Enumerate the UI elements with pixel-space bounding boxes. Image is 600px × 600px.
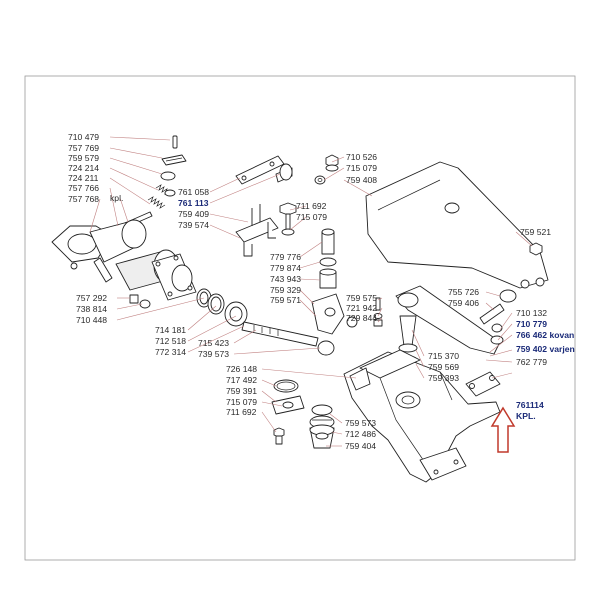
label-710448: 710 448	[76, 315, 107, 325]
label-761114: 761114	[516, 400, 544, 410]
bearing-759573	[309, 404, 335, 449]
bolt-711692-low	[273, 427, 285, 445]
label-772314: 772 314	[155, 347, 186, 357]
label-710779: 710 779	[516, 319, 547, 329]
label-721942: 721 942	[346, 303, 377, 313]
pin-710479	[172, 135, 178, 149]
label-710526: 710 526	[346, 152, 377, 162]
nut-759521	[529, 242, 543, 256]
label-715079-a: 715 079	[346, 163, 377, 173]
label-715079-c: 715 079	[226, 397, 257, 407]
label-724214: 724 214	[68, 163, 99, 173]
label-759404: 759 404	[345, 441, 376, 451]
label-759402: 759 402 varjen	[516, 344, 575, 354]
label-759391: 759 391	[226, 386, 257, 396]
label-755726: 755 726	[448, 287, 479, 297]
label-759408: 759 408	[346, 175, 377, 185]
label-715370: 715 370	[428, 351, 459, 361]
pin-stack	[319, 228, 337, 289]
plate-759408	[365, 161, 549, 289]
label-761113: 761 113	[178, 198, 209, 208]
label-724211: 724 211	[68, 173, 99, 183]
label-738814: 738 814	[76, 304, 107, 314]
label-759575: 759 575	[346, 293, 377, 303]
part-drawings	[51, 135, 549, 483]
nut-710526	[325, 154, 339, 172]
bolt-711692	[279, 202, 297, 236]
label-711692-b: 711 692	[226, 407, 257, 417]
label-712518: 712 518	[155, 336, 186, 346]
bolt-757292	[129, 294, 151, 309]
arm-755726	[395, 285, 517, 355]
label-759393: 759 393	[428, 373, 459, 383]
shaft-715423	[241, 321, 335, 356]
label-766462: 766 462 kovan	[516, 330, 574, 340]
label-739573: 739 573	[198, 349, 229, 359]
label-759569: 759 569	[428, 362, 459, 372]
label-739574: 739 574	[178, 220, 209, 230]
washer-715079-top	[314, 175, 326, 185]
ring-717492	[273, 379, 299, 393]
diagram-frame	[24, 75, 576, 561]
label-757292: 757 292	[76, 293, 107, 303]
up-arrow-outline-icon	[490, 406, 516, 453]
label-762779: 762 779	[516, 357, 547, 367]
label-726148: 726 148	[226, 364, 257, 374]
part-labels: 710 479 757 769 759 579 724 214 724 211 …	[68, 132, 575, 451]
bracket-761058	[235, 155, 293, 185]
shaft-housing	[115, 249, 197, 301]
label-757768: 757 768	[68, 194, 99, 204]
label-715423: 715 423	[198, 338, 229, 348]
axle-body	[343, 349, 501, 483]
label-759409: 759 409	[178, 209, 209, 219]
label-712486: 712 486	[345, 429, 376, 439]
label-759571: 759 571	[270, 295, 301, 305]
label-743943: 743 943	[270, 274, 301, 284]
spring-724214	[155, 184, 176, 197]
label-757769: 757 769	[68, 143, 99, 153]
bracket-739574	[235, 204, 279, 257]
label-761058: 761 058	[178, 187, 209, 197]
label-759406: 759 406	[448, 298, 479, 308]
label-715079-b: 715 079	[296, 212, 327, 222]
label-717492: 717 492	[226, 375, 257, 385]
label-779874: 779 874	[270, 263, 301, 273]
label-714181: 714 181	[155, 325, 186, 335]
clip-757769	[161, 154, 187, 166]
washer-759579	[160, 171, 176, 181]
label-759573: 759 573	[345, 418, 376, 428]
bracket-759571	[311, 293, 358, 335]
link-762779	[465, 371, 501, 397]
bolt-710132	[479, 303, 505, 345]
housing-left	[51, 219, 147, 283]
label-759521: 759 521	[520, 227, 551, 237]
leader-lines	[89, 136, 533, 447]
label-710479: 710 479	[68, 132, 99, 142]
label-759329: 759 329	[270, 285, 301, 295]
rings	[196, 288, 248, 327]
label-779776: 779 776	[270, 252, 301, 262]
label-729844: 729 844	[346, 313, 377, 323]
label-759579: 759 579	[68, 153, 99, 163]
label-710132: 710 132	[516, 308, 547, 318]
label-757766: 757 766	[68, 183, 99, 193]
label-711692-a: 711 692	[296, 201, 327, 211]
label-kpl: kpl.	[110, 193, 123, 203]
flange-759391	[271, 395, 305, 415]
label-kpl-2: KPL.	[516, 411, 536, 421]
spring-724211	[147, 196, 166, 209]
